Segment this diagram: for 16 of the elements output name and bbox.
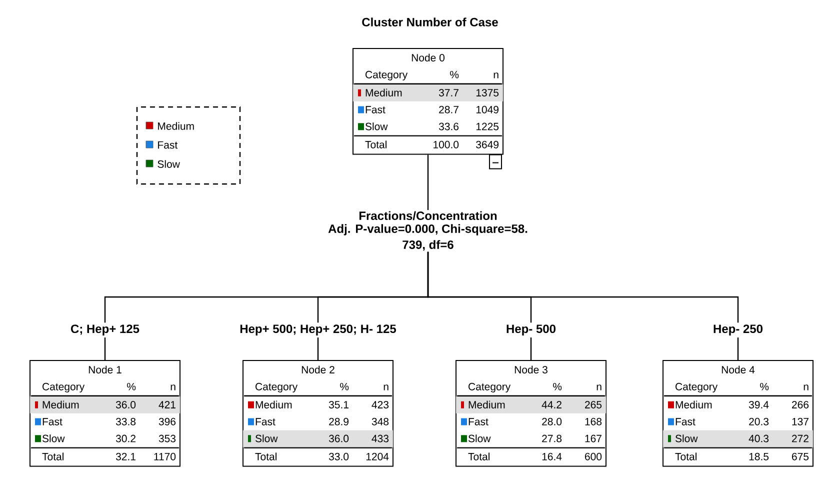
connector (427, 154, 429, 210)
edge-label: C; Hep+ 125 (68, 322, 142, 338)
legend-label: Fast (158, 141, 178, 149)
table-box: Node 2 Category % n Medium 35.1 423 Fast 28.9 348 Slow 36.0 433 Total 33.0 1204 (242, 360, 394, 467)
legend-label: Slow (158, 160, 180, 168)
table-box: Node 1 Category % n Medium 36.0 421 Fast 33.8 396 Slow 30.2 353 Total 32.1 1170 (30, 360, 180, 467)
table-box: Node 0 Category % n Medium 37.7 1375 Fast 28.7 1049 Slow 33.6 1225 Total 100.0 3649 (352, 48, 504, 155)
table-box: Node 3 Category % n Medium 44.2 265 Fast 28.0 168 Slow 27.8 167 Total 16.4 600 (456, 360, 606, 467)
table-box: Node 4 Category % n Medium 39.4 266 Fast 20.3 137 Slow 40.3 272 Total 18.5 675 (662, 360, 814, 467)
legend-label: Medium (158, 122, 194, 130)
title: Cluster Number of Case (362, 18, 498, 26)
edge-label: Hep- 250 (711, 322, 766, 338)
split-label: Fractions/Concentration Adj. P-value=0.000, Chi-square=58. 739, df=6 (328, 211, 528, 251)
edge-label: Hep+ 500; Hep+ 250; H- 125 (238, 322, 398, 338)
edge-label: Hep- 500 (504, 322, 558, 338)
connector (427, 252, 739, 360)
